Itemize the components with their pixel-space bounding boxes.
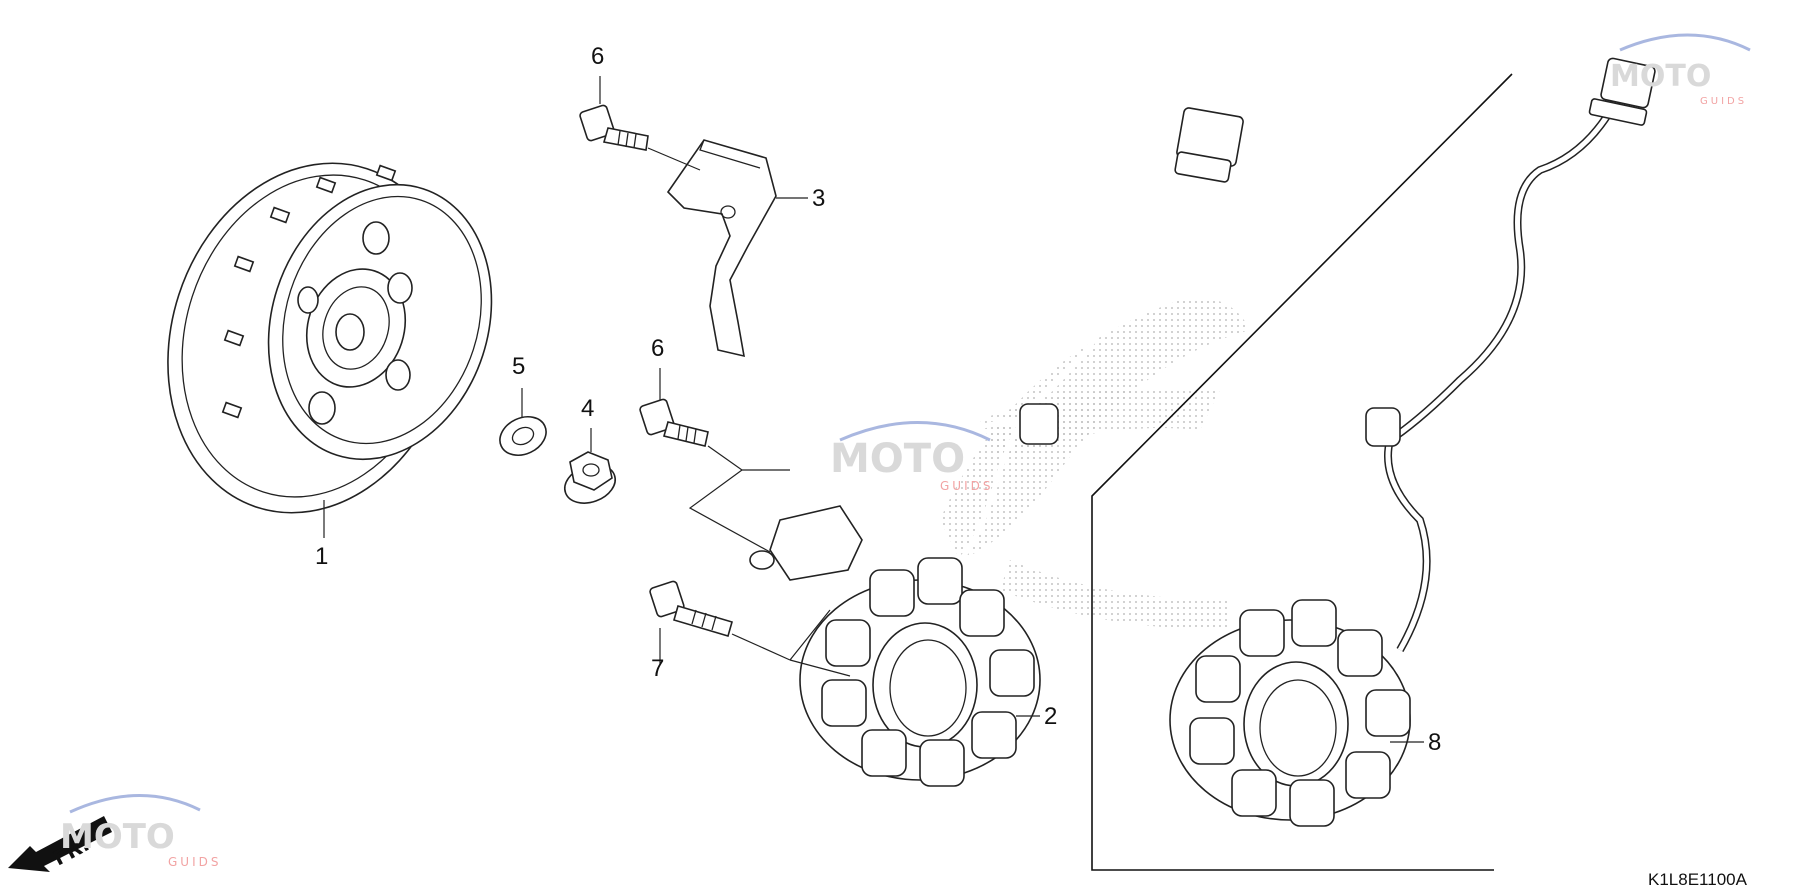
- svg-text:GUIDS: GUIDS: [1700, 96, 1747, 107]
- bolt-long: [649, 580, 733, 637]
- callout-3: 3: [812, 185, 825, 212]
- callout-8: 8: [1428, 729, 1441, 756]
- callout-1: 1: [315, 543, 328, 570]
- watermark-logo-top-right: MOTO GUIDS: [1610, 33, 1751, 107]
- stator-alternate: [1169, 57, 1656, 827]
- leader-lines: [323, 76, 1424, 743]
- diagram-code: K1L8E1100A: [1648, 870, 1748, 889]
- watermark-logo-middle: MOTO GUIDS: [830, 421, 993, 493]
- callout-7: 7: [651, 655, 664, 682]
- callout-6-upper: 6: [591, 43, 604, 70]
- callout-5: 5: [512, 353, 525, 380]
- bolt-upper: [579, 104, 649, 151]
- bolt-middle: [639, 398, 709, 447]
- background-watermark-emblem: [940, 298, 1250, 630]
- callout-labels: 1 2 3 4 5 6 6 7 8: [315, 43, 1441, 756]
- callout-2: 2: [1044, 703, 1057, 730]
- svg-text:GUIDS: GUIDS: [168, 855, 221, 869]
- callout-4: 4: [581, 395, 594, 422]
- watermark-logo-bottom-left: MOTO GUIDS: [60, 794, 221, 869]
- svg-text:MOTO: MOTO: [1610, 59, 1711, 94]
- washer: [499, 415, 547, 457]
- callout-6-middle: 6: [651, 335, 664, 362]
- svg-text:MOTO: MOTO: [60, 817, 175, 857]
- flange-nut: [564, 451, 616, 504]
- stator-assembly: [749, 107, 1244, 787]
- alternate-part-frame: [1091, 73, 1513, 871]
- svg-text:MOTO: MOTO: [830, 436, 965, 482]
- wire-clamp-bracket: [666, 139, 777, 358]
- flywheel-rotor: [167, 162, 493, 514]
- svg-text:GUIDS: GUIDS: [940, 479, 993, 493]
